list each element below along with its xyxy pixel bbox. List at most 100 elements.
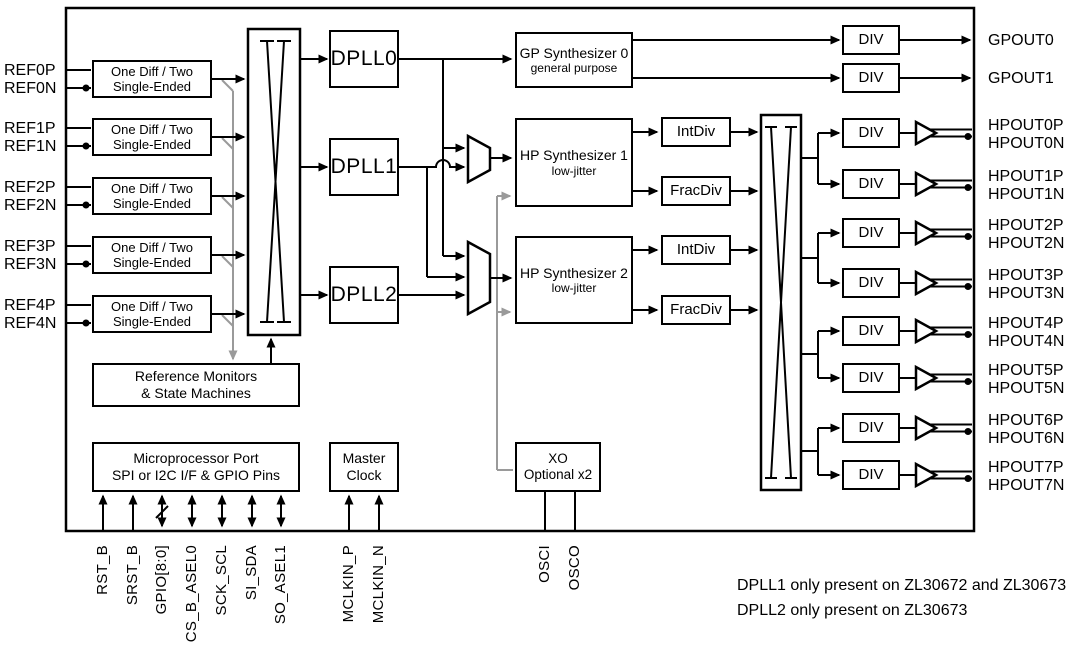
pin-label-osco: OSCO bbox=[566, 545, 583, 591]
hpout4n-label: HPOUT4N bbox=[988, 333, 1065, 350]
block-label-line: general purpose bbox=[530, 61, 618, 76]
ref0n-label: REF0N bbox=[4, 80, 57, 97]
block-label-line: DIV bbox=[858, 175, 884, 193]
block-label-line: & State Machines bbox=[141, 385, 251, 401]
chip-boundary bbox=[64, 6, 976, 533]
hpout1p-label: HPOUT1P bbox=[988, 168, 1064, 185]
junction-dots bbox=[82, 84, 972, 482]
buffer-2-icon bbox=[914, 219, 939, 247]
buffer-1-icon bbox=[914, 170, 939, 198]
block-intdiv-1: IntDiv bbox=[661, 117, 731, 147]
hpout4p-label: HPOUT4P bbox=[988, 315, 1064, 332]
hpout2p-label: HPOUT2P bbox=[988, 217, 1064, 234]
block-label-line: One Diff / Two bbox=[111, 239, 193, 255]
ref4p-label: REF4P bbox=[4, 297, 56, 314]
block-label-line: DIV bbox=[858, 466, 884, 484]
xo-feed-wire bbox=[496, 196, 513, 471]
block-label-line: GP Synthesizer 0 bbox=[519, 44, 629, 61]
block-label-line: DPLL0 bbox=[330, 46, 398, 70]
hpout3n-label: HPOUT3N bbox=[988, 285, 1065, 302]
ref3p-label: REF3P bbox=[4, 238, 56, 255]
block-label-line: Single-Ended bbox=[112, 137, 192, 152]
block-label-line: Microprocessor Port bbox=[133, 450, 259, 467]
block-label-line: Clock bbox=[346, 467, 382, 483]
block-label-line: XO bbox=[548, 451, 568, 467]
block-label-line: One Diff / Two bbox=[111, 298, 193, 314]
block-div-gpout0: DIV bbox=[842, 25, 900, 55]
block-label-line: Single-Ended bbox=[112, 255, 192, 270]
block-fracdiv-2: FracDiv bbox=[661, 295, 731, 325]
block-fracdiv-1: FracDiv bbox=[661, 176, 731, 206]
hpout7n-label: HPOUT7N bbox=[988, 477, 1065, 494]
buffer-0-icon bbox=[914, 119, 939, 147]
osc-wires bbox=[544, 492, 576, 530]
buffer-4-icon bbox=[914, 317, 939, 345]
pin-label-osci: OSCI bbox=[536, 545, 553, 583]
gpio-bus-slash bbox=[155, 505, 169, 519]
hpout2n-label: HPOUT2N bbox=[988, 235, 1065, 252]
crossbar-switch-2-icon bbox=[759, 113, 803, 492]
hpout6n-label: HPOUT6N bbox=[988, 430, 1065, 447]
ref1p-label: REF1P bbox=[4, 120, 56, 137]
block-label-line: DIV bbox=[858, 369, 884, 387]
ref3n-label: REF3N bbox=[4, 256, 57, 273]
gpout0-label: GPOUT0 bbox=[988, 32, 1054, 49]
crossbar-switch-1-icon bbox=[246, 27, 302, 337]
block-label-line: DPLL2 bbox=[330, 282, 398, 306]
pin-label-mclkin-p: MCLKIN_P bbox=[340, 545, 357, 623]
hpout3p-label: HPOUT3P bbox=[988, 267, 1064, 284]
block-label-line: low-jitter bbox=[551, 163, 597, 178]
hpout0p-label: HPOUT0P bbox=[988, 117, 1064, 134]
block-label-line: One Diff / Two bbox=[111, 121, 193, 137]
hpout0n-label: HPOUT0N bbox=[988, 135, 1065, 152]
block-label-line: FracDiv bbox=[670, 301, 722, 319]
hpout5n-label: HPOUT5N bbox=[988, 380, 1065, 397]
block-label-line: Single-Ended bbox=[112, 196, 192, 211]
pin-label-so-asel1: SO_ASEL1 bbox=[272, 545, 289, 625]
block-label-line: DIV bbox=[858, 124, 884, 142]
signal-wires bbox=[66, 35, 972, 530]
block-label-line: DIV bbox=[858, 322, 884, 340]
block-label-line: DIV bbox=[858, 419, 884, 437]
block-label-line: IntDiv bbox=[676, 241, 716, 259]
block-label-line: SPI or I2C I/F & GPIO Pins bbox=[111, 467, 281, 483]
block-label-line: low-jitter bbox=[551, 281, 597, 296]
block-dpll0: DPLL0 bbox=[329, 30, 399, 88]
ref2n-label: REF2N bbox=[4, 197, 57, 214]
mux-1-icon bbox=[466, 133, 492, 185]
dpll1-wire-hop bbox=[399, 159, 466, 172]
pin-label-cs-b-asel0: CS_B_ASEL0 bbox=[183, 545, 200, 643]
block-label-line: DIV bbox=[858, 224, 884, 242]
buffer-5-icon bbox=[914, 364, 939, 392]
block-label-line: Single-Ended bbox=[112, 314, 192, 329]
pin-label-sck-scl: SCK_SCL bbox=[213, 545, 230, 616]
block-label-line: One Diff / Two bbox=[111, 180, 193, 196]
block-intdiv-2: IntDiv bbox=[661, 235, 731, 265]
block-reference-monitors: Reference Monitors& State Machines bbox=[92, 363, 300, 407]
mux-icons bbox=[466, 133, 492, 317]
block-div-hpout7: DIV bbox=[842, 460, 900, 490]
pin-label-mclkin-n: MCLKIN_N bbox=[370, 545, 387, 624]
hp-output-pair-wires bbox=[927, 128, 972, 480]
gpout1-label: GPOUT1 bbox=[988, 70, 1054, 87]
pin-label-rst-b: RST_B bbox=[94, 545, 111, 595]
mux-2-icon bbox=[466, 239, 492, 317]
block-div-gpout1: DIV bbox=[842, 63, 900, 93]
hpout6p-label: HPOUT6P bbox=[988, 412, 1064, 429]
ref1n-label: REF1N bbox=[4, 138, 57, 155]
block-label-line: HP Synthesizer 1 bbox=[520, 147, 628, 164]
block-div-hpout4: DIV bbox=[842, 316, 900, 346]
block-label-line: Optional x2 bbox=[523, 467, 593, 482]
block-dpll2: DPLL2 bbox=[329, 266, 399, 324]
